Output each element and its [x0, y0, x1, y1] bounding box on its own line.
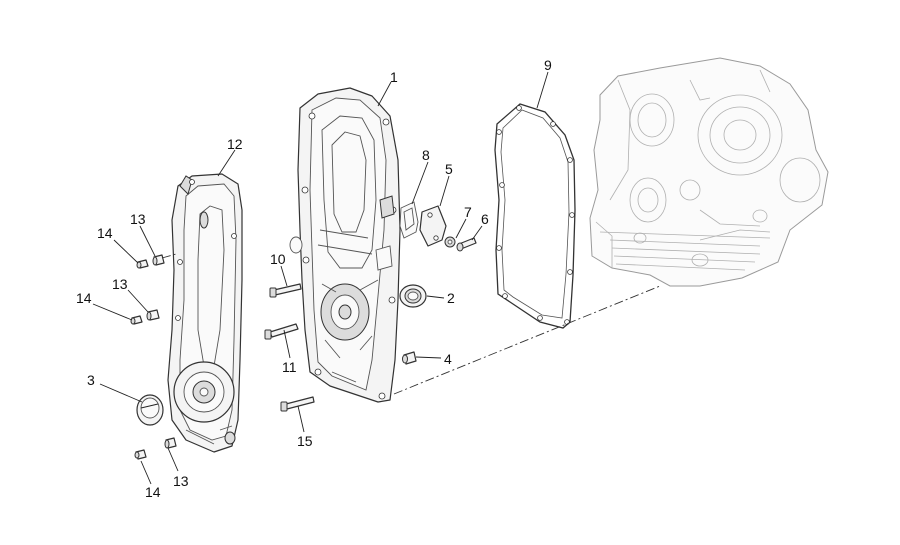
- gasket-part-9: [494, 103, 576, 329]
- callout-7: 7: [464, 204, 472, 220]
- alignment-axis: [161, 253, 661, 395]
- washer-part-7: [444, 236, 456, 248]
- leader-lines: [92, 71, 549, 485]
- callout-14-middle: 14: [76, 290, 92, 306]
- outer-cover-part-12: [167, 173, 243, 453]
- inner-cover-part-1: [289, 87, 401, 403]
- callout-12: 12: [227, 136, 243, 152]
- callout-9: 9: [544, 57, 552, 73]
- bolt-part-15: [280, 396, 315, 412]
- callout-4: 4: [444, 351, 452, 367]
- callout-5: 5: [445, 161, 453, 177]
- seal-ring-part-2: [399, 284, 427, 308]
- dowel-part-13-middle: [146, 309, 160, 321]
- callout-8: 8: [422, 147, 430, 163]
- callout-13-middle: 13: [112, 276, 128, 292]
- screw-part-14-upper: [136, 259, 149, 269]
- dowel-part-13-upper: [152, 254, 165, 266]
- bolt-part-10: [269, 283, 302, 298]
- callout-13-lower: 13: [173, 473, 189, 489]
- gasket-part-8: [399, 201, 419, 239]
- callout-6: 6: [481, 211, 489, 227]
- callout-3: 3: [87, 372, 95, 388]
- callout-2: 2: [447, 290, 455, 306]
- callout-10: 10: [270, 251, 286, 267]
- cap-part-3: [136, 394, 164, 426]
- callout-labels: 1 2 3 4 5 6 7 8 9 10 11 12 13 13 13 14 1…: [76, 57, 552, 500]
- engine-crankcase: [589, 57, 829, 287]
- dowel-part-4: [402, 351, 417, 365]
- screw-part-14-middle: [130, 315, 143, 325]
- callout-15: 15: [297, 433, 313, 449]
- callout-1: 1: [390, 69, 398, 85]
- screw-part-14-lower: [134, 449, 147, 460]
- callout-11: 11: [282, 359, 297, 375]
- callout-13-upper: 13: [130, 211, 146, 227]
- callout-14-lower: 14: [145, 484, 161, 500]
- bolt-part-11: [264, 323, 299, 340]
- screw-part-6: [456, 237, 477, 252]
- callout-14-upper: 14: [97, 225, 113, 241]
- dowel-part-13-lower: [164, 437, 177, 449]
- plate-part-5: [419, 205, 447, 247]
